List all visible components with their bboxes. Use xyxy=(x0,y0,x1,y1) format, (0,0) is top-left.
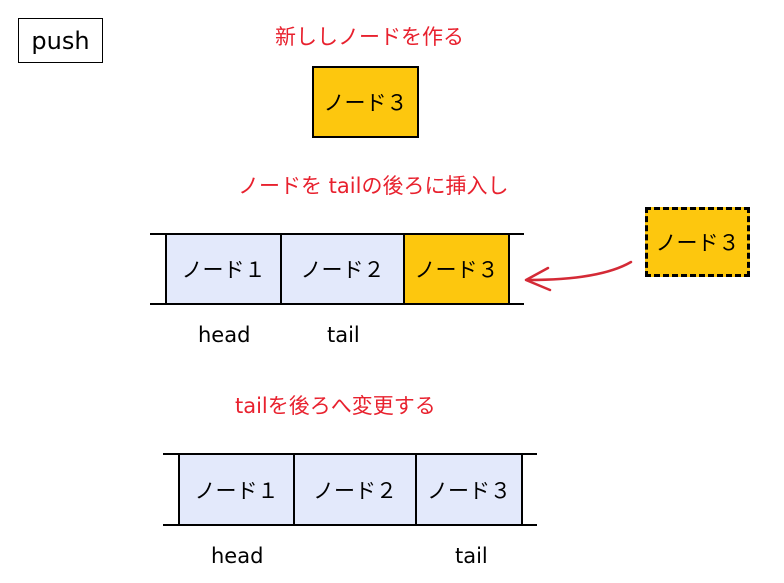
list2-node-3: ノード３ xyxy=(415,453,523,526)
list2-tail-label: tail xyxy=(455,544,488,568)
list1-node-3: ノード３ xyxy=(403,233,510,305)
list2-node-1-label: ノード１ xyxy=(194,478,279,503)
list1-node-2: ノード２ xyxy=(280,233,405,305)
insert-arrow-head xyxy=(524,266,552,292)
step3-caption: tailを後ろへ変更する xyxy=(235,394,436,418)
new-node: ノード３ xyxy=(312,66,419,138)
list2-node-1: ノード１ xyxy=(178,453,295,526)
push-title-box: push xyxy=(18,18,103,63)
new-node-label: ノード３ xyxy=(323,91,408,115)
list1-node-3-label: ノード３ xyxy=(414,258,499,282)
list1-node-2-label: ノード２ xyxy=(300,258,385,282)
step1-caption: 新ししノードを作る xyxy=(275,25,464,49)
floating-node: ノード３ xyxy=(645,207,750,277)
floating-node-label: ノード３ xyxy=(655,231,740,255)
list2-node-3-label: ノード３ xyxy=(427,478,511,503)
list2-node-2: ノード２ xyxy=(293,453,417,526)
list1-head-label: head xyxy=(198,323,251,347)
list1-tail-label: tail xyxy=(327,323,360,347)
push-title: push xyxy=(31,26,90,55)
list2-head-label: head xyxy=(211,544,264,568)
list2-node-2-label: ノード２ xyxy=(313,478,397,503)
insert-arrow-line xyxy=(526,260,633,282)
step2-caption: ノードを tailの後ろに挿入し xyxy=(238,174,509,198)
list1-node-1-label: ノード１ xyxy=(181,258,266,282)
